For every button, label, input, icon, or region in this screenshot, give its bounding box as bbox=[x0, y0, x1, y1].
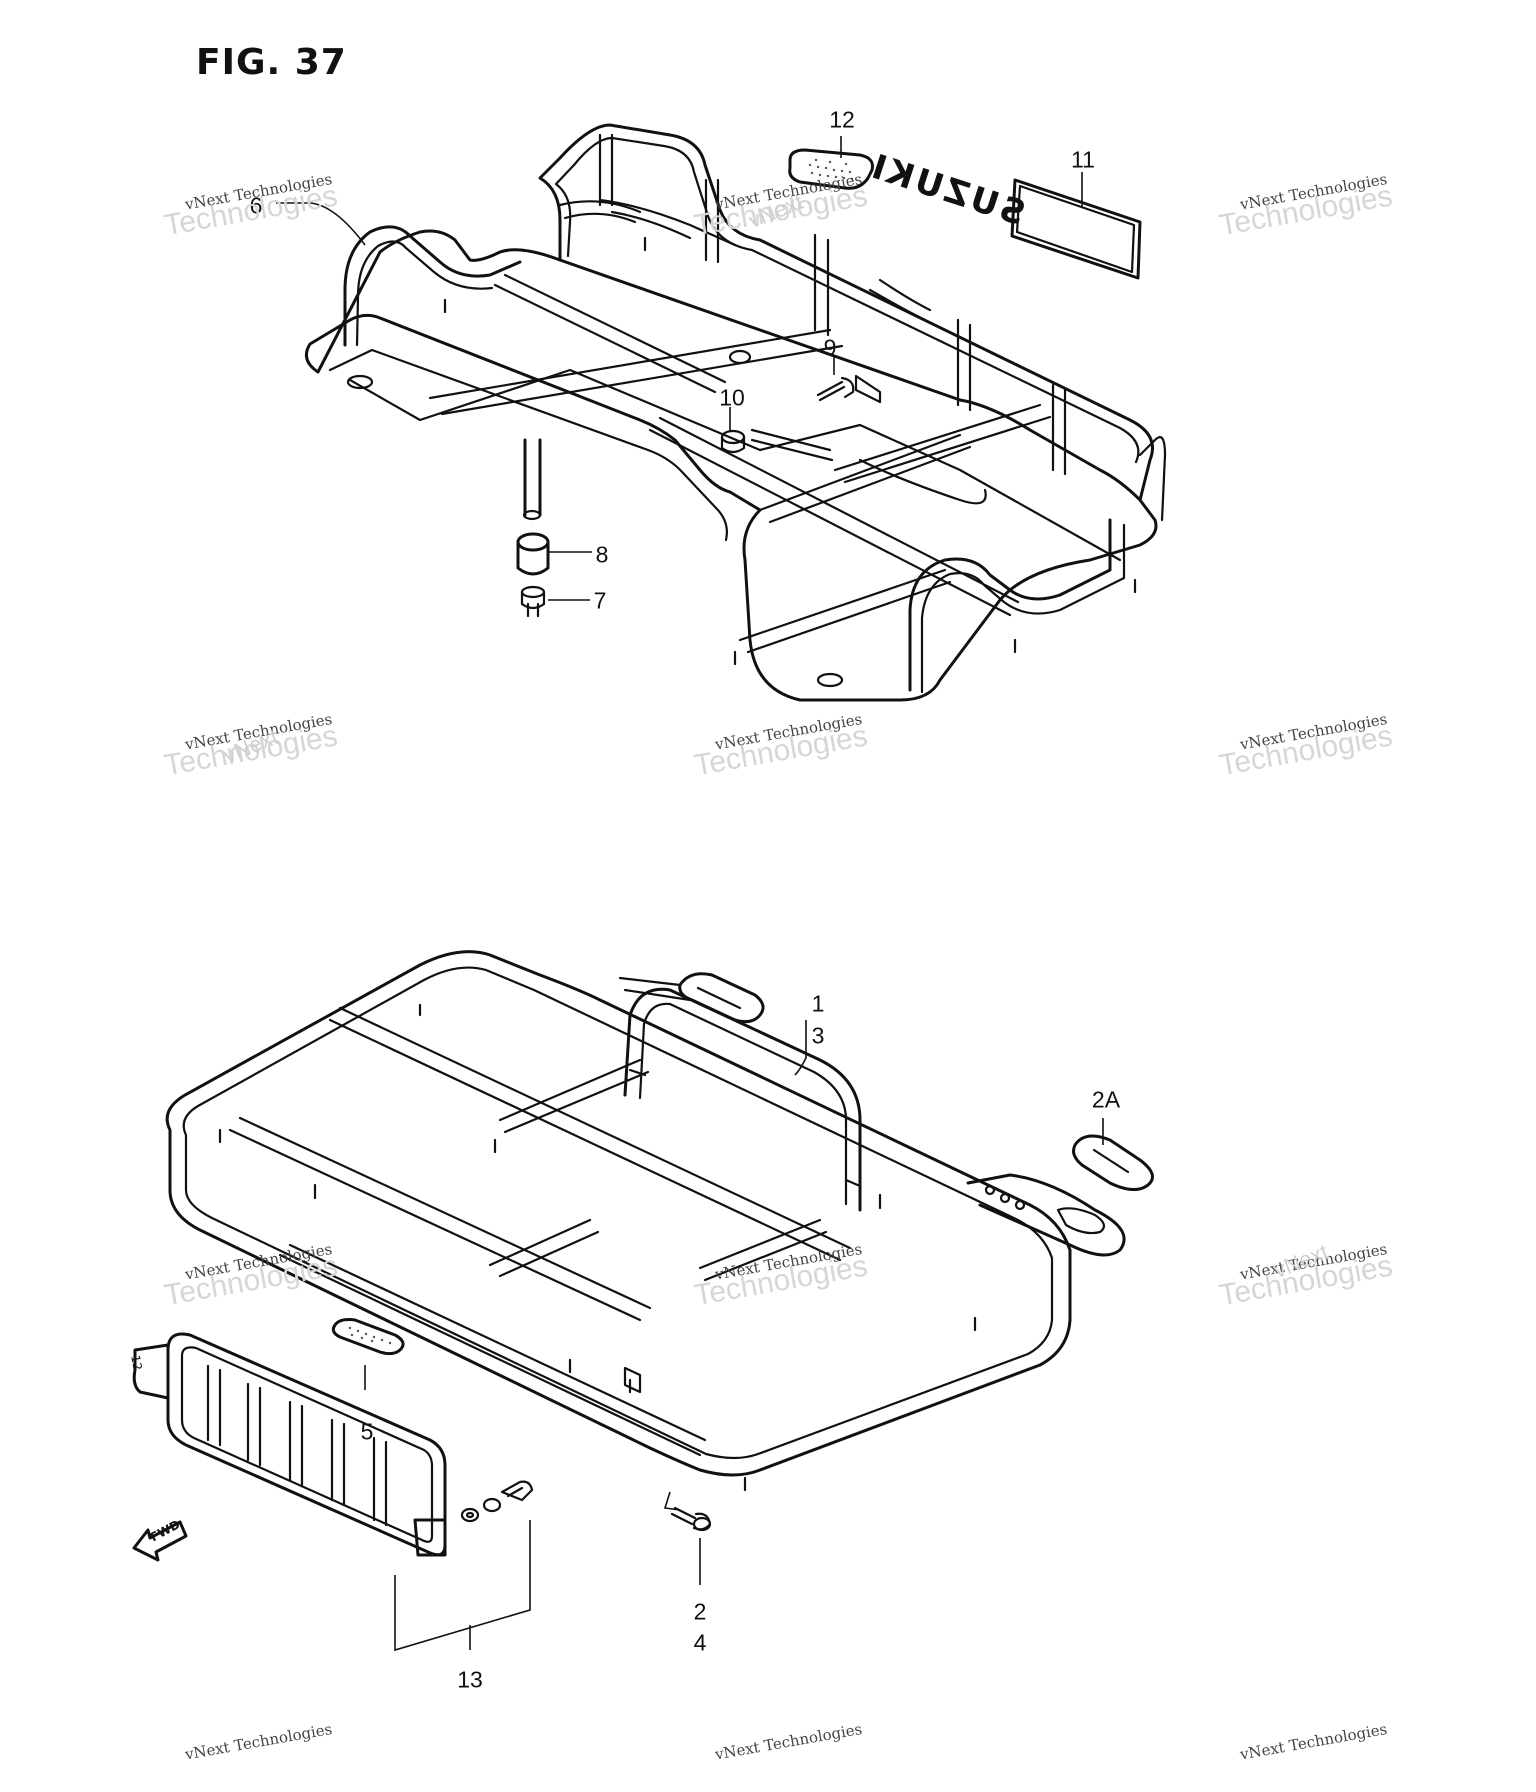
callout-8: 8 bbox=[595, 541, 609, 568]
callout-12: 12 bbox=[829, 106, 855, 133]
figure-title: FIG. 37 bbox=[196, 42, 347, 83]
callout-11: 11 bbox=[1071, 146, 1095, 173]
callout-2: 2 bbox=[693, 1598, 707, 1625]
callout-4: 4 bbox=[693, 1629, 707, 1656]
callout-1: 1 bbox=[811, 990, 825, 1017]
callout-10: 10 bbox=[719, 384, 745, 411]
callout-2a: 2A bbox=[1091, 1086, 1121, 1113]
callout-9: 9 bbox=[823, 334, 837, 361]
front-carrier-drawing bbox=[132, 950, 1154, 1562]
callout-7: 7 bbox=[593, 587, 607, 614]
rear-carrier-drawing bbox=[304, 123, 1167, 702]
leader-lines bbox=[276, 136, 1104, 1652]
callout-3: 3 bbox=[811, 1022, 825, 1049]
callout-5: 5 bbox=[360, 1418, 374, 1445]
callout-13: 13 bbox=[457, 1666, 483, 1693]
callout-6: 6 bbox=[249, 192, 263, 219]
plate-mark: 12 bbox=[128, 1354, 145, 1372]
